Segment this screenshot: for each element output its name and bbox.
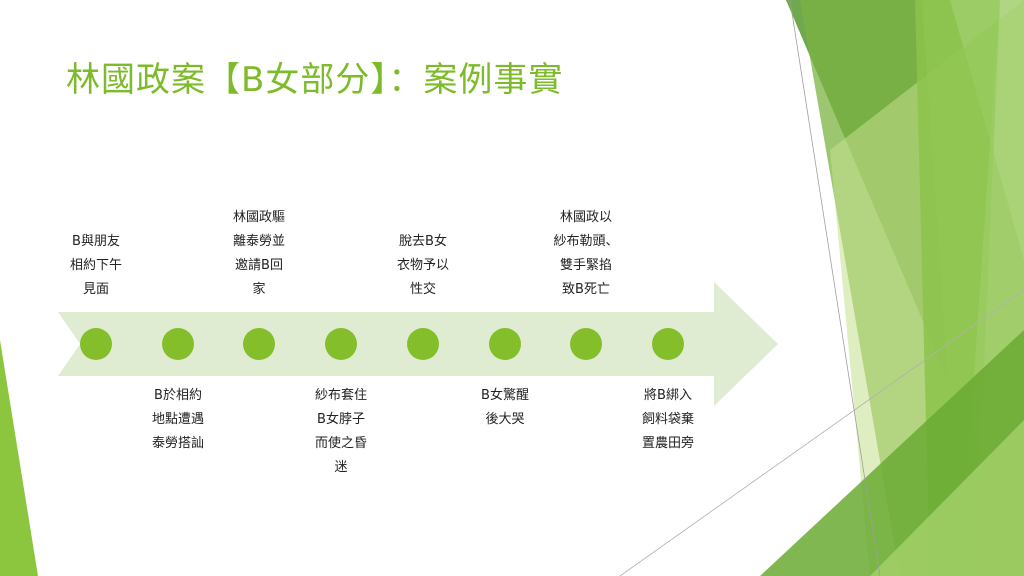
timeline-event-label: B女驚醒 後大哭 bbox=[481, 388, 529, 427]
thin-line-1 bbox=[789, 0, 881, 576]
timeline-event-label: B與朋友 相約下午 見面 bbox=[69, 234, 122, 297]
timeline-event-label: 脫去B女 衣物予以 性交 bbox=[396, 234, 449, 297]
thin-line-2 bbox=[619, 289, 1024, 576]
timeline-dot bbox=[162, 328, 194, 360]
bottom-facet-light bbox=[870, 420, 1024, 576]
timeline-dot bbox=[652, 328, 684, 360]
timeline-event-label: B於相約 地點遭遇 泰勞搭訕 bbox=[151, 388, 204, 451]
timeline-dot bbox=[80, 328, 112, 360]
slide-title: 林國政案【B女部分】：案例事實 bbox=[66, 60, 564, 100]
timeline-event-label: 林國政驅 離泰勞並 邀請B回 家 bbox=[232, 210, 285, 297]
left-green-sliver bbox=[0, 340, 38, 576]
timeline-event-label: 紗布套住 B女脖子 而使之昏 迷 bbox=[314, 388, 367, 475]
timeline-dot bbox=[570, 328, 602, 360]
timeline-dot bbox=[489, 328, 521, 360]
timeline-dot bbox=[325, 328, 357, 360]
timeline-event-label: 將B綁入 飼料袋棄 置農田旁 bbox=[641, 388, 694, 451]
timeline-dot bbox=[407, 328, 439, 360]
timeline-event-label: 林國政以 紗布勒頭、 雙手緊掐 致B死亡 bbox=[553, 210, 619, 297]
timeline-dot bbox=[243, 328, 275, 360]
